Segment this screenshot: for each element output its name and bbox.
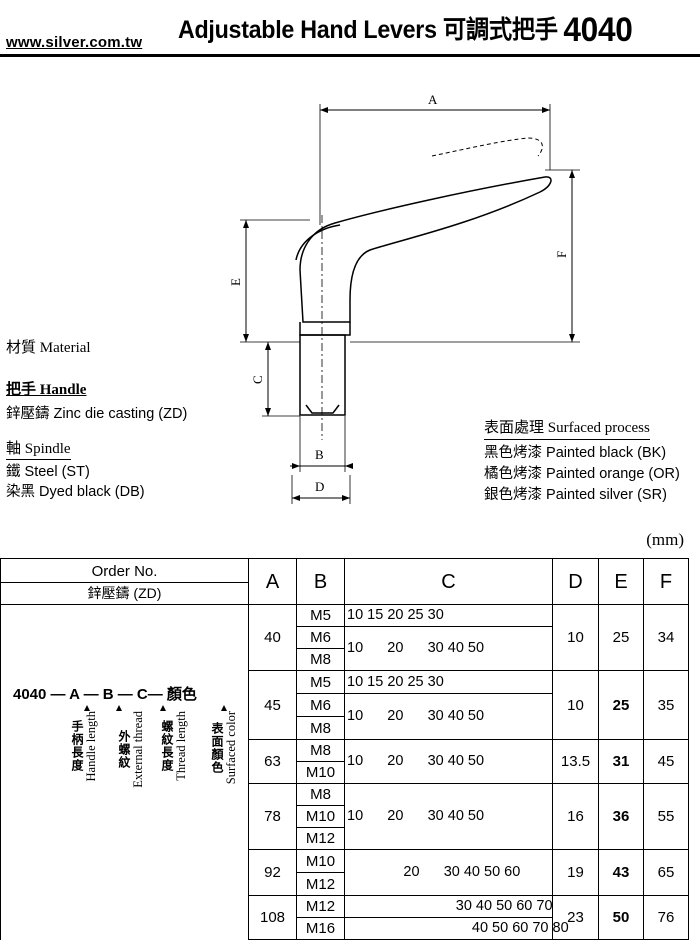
spec-table: Order No. 鋅壓鑄 (ZD) A B C D E F 4040 — A … <box>0 558 689 940</box>
col-header-b: B <box>296 558 345 605</box>
title-code: 4040 <box>563 11 633 49</box>
cell-a: 92 <box>248 849 297 896</box>
cell-c: 10 15 20 25 30 <box>344 604 553 627</box>
cell-b: M8 <box>296 783 345 806</box>
cell-f: 55 <box>643 783 689 850</box>
cell-c: 10 15 20 25 30 <box>344 670 553 694</box>
cell-a: 40 <box>248 604 297 671</box>
cell-d: 13.5 <box>552 739 599 784</box>
dim-label-b: B <box>315 447 324 462</box>
cell-b: M10 <box>296 849 345 873</box>
cell-b: M5 <box>296 604 345 627</box>
dim-label-f: F <box>554 251 569 258</box>
spindle <box>299 334 346 416</box>
cell-b: M10 <box>296 805 345 828</box>
cell-e: 43 <box>598 849 644 896</box>
col-header-e: E <box>598 558 644 605</box>
cell-a: 63 <box>248 739 297 784</box>
cell-c: 10 20 30 40 50 <box>344 626 553 671</box>
cell-f: 34 <box>643 604 689 671</box>
cell-d: 16 <box>552 783 599 850</box>
title-chinese: 可調式把手 <box>442 16 558 44</box>
dim-label-c: C <box>250 375 265 384</box>
cell-a: 45 <box>248 670 297 740</box>
surface-item-black: 黑色烤漆 Painted black (BK) <box>484 445 667 461</box>
handle-outline <box>299 176 552 323</box>
cell-c: 40 50 60 70 80 <box>344 917 569 940</box>
spindle-heading: 軸 Spindle <box>6 437 71 460</box>
handle-heading: 把手 Handle <box>6 382 87 398</box>
cell-d: 19 <box>552 849 599 896</box>
cell-c: 20 30 40 50 60 <box>344 849 553 896</box>
col-header-a: A <box>248 558 297 605</box>
cell-b: M12 <box>296 827 345 850</box>
title-english: Adjustable Hand Levers <box>178 16 437 44</box>
title-rule <box>0 54 700 57</box>
cell-b: M5 <box>296 670 345 694</box>
col-header-d: D <box>552 558 599 605</box>
cell-d: 10 <box>552 604 599 671</box>
surface-item-silver: 銀色烤漆 Painted silver (SR) <box>484 487 667 503</box>
cell-c: 10 20 30 40 50 <box>344 739 553 784</box>
cell-b: M6 <box>296 693 345 717</box>
cell-c: 10 20 30 40 50 <box>344 693 553 740</box>
cell-d: 23 <box>552 895 599 940</box>
col-header-c: C <box>344 558 553 605</box>
handle-material: 鋅壓鑄 Zinc die casting (ZD) <box>6 406 188 422</box>
material-heading: 材質 Material <box>6 340 91 356</box>
cell-b: M8 <box>296 739 345 762</box>
cell-b: M10 <box>296 761 345 784</box>
cell-e: 36 <box>598 783 644 850</box>
cell-f: 45 <box>643 739 689 784</box>
unit-label: (mm) <box>646 530 684 549</box>
order-no-header: Order No. 鋅壓鑄 (ZD) <box>0 558 249 605</box>
cell-a: 78 <box>248 783 297 850</box>
cell-b: M16 <box>296 917 345 940</box>
order-code-cell: 4040 — A — B — C— 顏色 手柄長度 Handle length … <box>0 604 249 940</box>
surface-heading: 表面處理 Surfaced process <box>484 416 650 440</box>
website-url[interactable]: www.silver.com.tw <box>6 34 143 51</box>
order-code: 4040 — A — B — C— 顏色 <box>13 686 197 703</box>
cell-c: 30 40 50 60 70 <box>344 895 553 918</box>
cell-f: 65 <box>643 849 689 896</box>
cell-b: M8 <box>296 648 345 671</box>
cell-e: 25 <box>598 670 644 740</box>
cell-f: 35 <box>643 670 689 740</box>
spindle-material-1: 鐵 Steel (ST) <box>6 464 90 480</box>
cell-b: M8 <box>296 716 345 740</box>
dim-label-e: E <box>228 278 243 286</box>
cell-b: M12 <box>296 872 345 896</box>
lever-drawing: A E F C B D <box>228 92 580 504</box>
dim-label-d: D <box>315 479 324 494</box>
cell-e: 31 <box>598 739 644 784</box>
cell-b: M12 <box>296 895 345 918</box>
cell-a: 108 <box>248 895 297 940</box>
col-header-f: F <box>643 558 689 605</box>
cell-b: M6 <box>296 626 345 649</box>
dim-label-a: A <box>428 92 438 107</box>
cell-e: 50 <box>598 895 644 940</box>
spindle-material-2: 染黑 Dyed black (DB) <box>6 484 145 500</box>
cell-e: 25 <box>598 604 644 671</box>
cell-c: 10 20 30 40 50 <box>344 783 553 850</box>
cell-f: 76 <box>643 895 689 940</box>
surface-item-orange: 橘色烤漆 Painted orange (OR) <box>484 466 680 482</box>
cell-d: 10 <box>552 670 599 740</box>
